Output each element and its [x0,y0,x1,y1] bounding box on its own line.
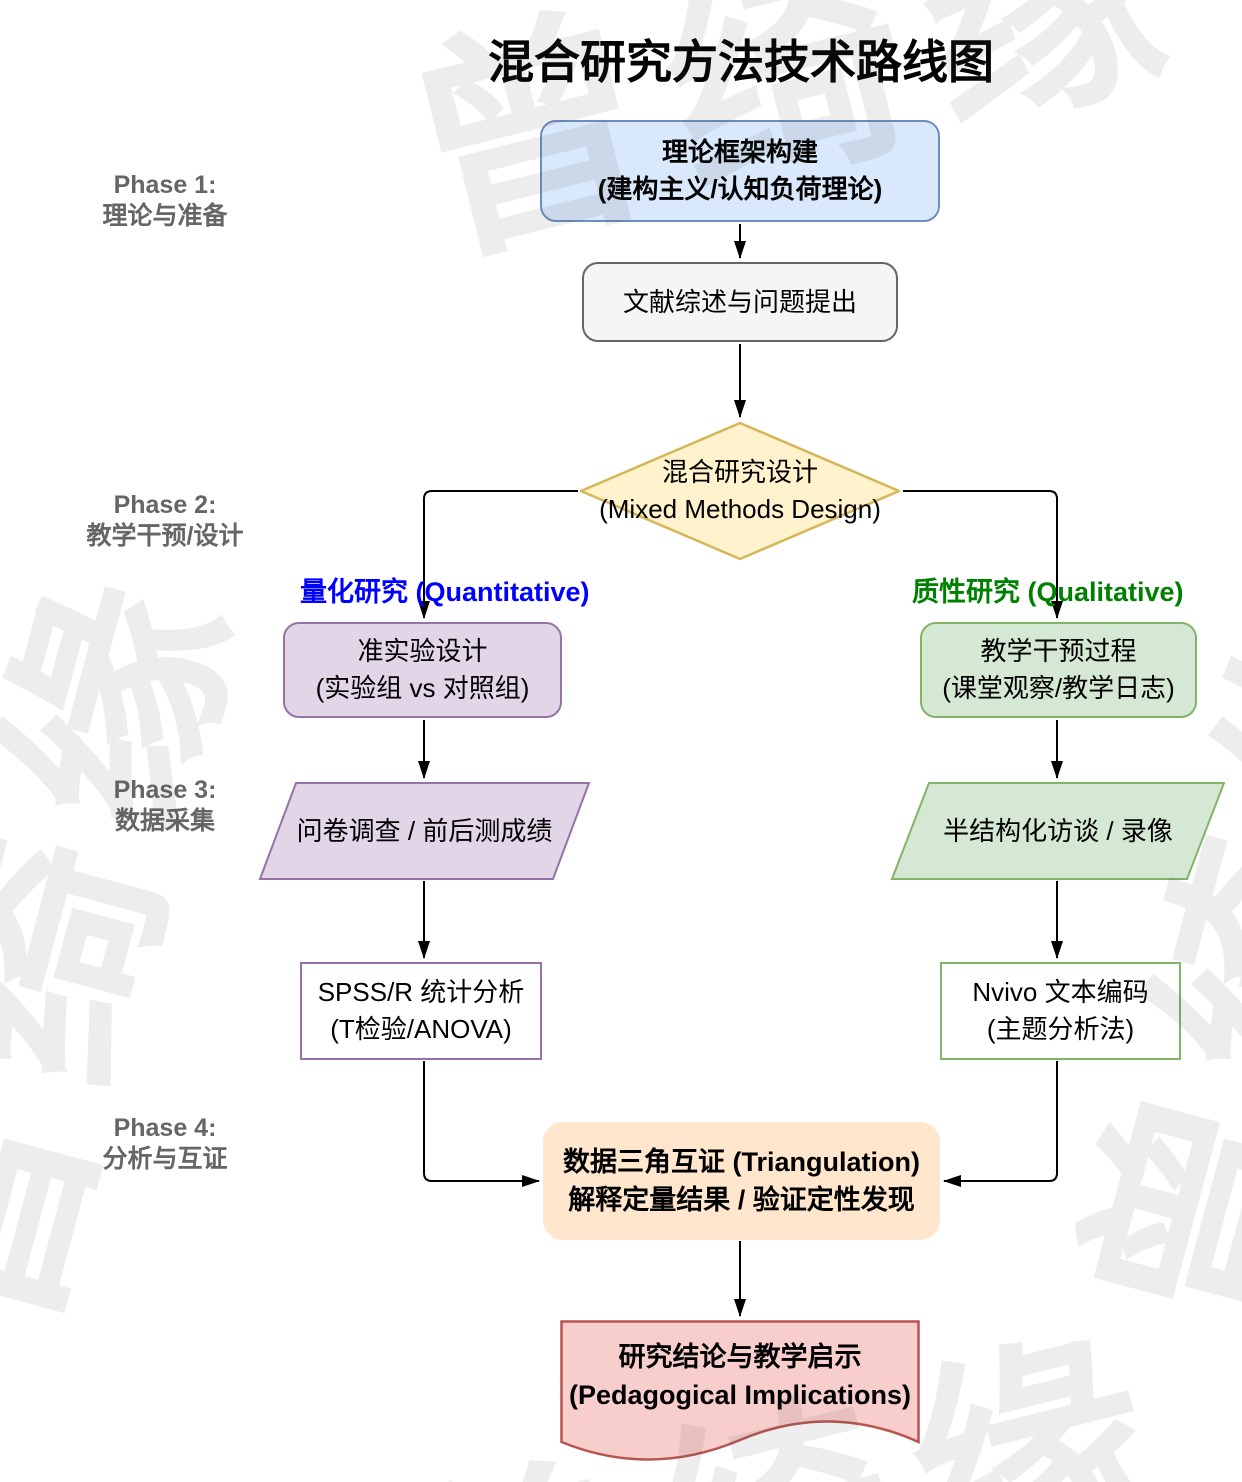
node-interview-data: 半结构化访谈 / 录像 [890,782,1226,880]
parallelogram-shape [258,782,591,880]
phase-number: Phase 4: [113,1114,217,1142]
label-quantitative-branch: 量化研究 (Quantitative) [300,577,590,607]
node-triangulation: 数据三角互证 (Triangulation) 解释定量结果 / 验证定性发现 [543,1122,940,1240]
node-text: (Pedagogical Implications) [568,1380,912,1410]
phase-label-4: Phase 4: 分析与互证 [55,1113,275,1174]
phase-label-3: Phase 3: 数据采集 [55,775,275,836]
phase-number: Phase 3: [113,776,217,804]
watermark-text: 曾绮缘 [0,530,284,1362]
phase-label-1: Phase 1: 理论与准备 [55,170,275,231]
diamond-shape [579,421,901,561]
node-text: 半结构化访谈 / 录像 [943,815,1173,846]
page-title: 混合研究方法技术路线图 [488,36,994,88]
phase-name: 数据采集 [114,806,215,835]
node-text: 解释定量结果 / 验证定性发现 [568,1185,915,1215]
phase-label-2: Phase 2: 教学干预/设计 [55,490,275,551]
phase-name: 分析与互证 [102,1144,228,1173]
node-text: Nvivo 文本编码 [972,977,1149,1008]
node-text: 研究结论与教学启示 [618,1341,862,1372]
node-text: (建构主义/认知负荷理论) [597,174,883,204]
connector [943,1061,1058,1187]
label-qualitative-branch: 质性研究 (Qualitative) [912,577,1184,607]
node-literature-review: 文献综述与问题提出 [582,262,898,342]
node-mixed-design-decision: 混合研究设计 (Mixed Methods Design) [578,421,902,561]
node-survey-data: 问卷调查 / 前后测成绩 [258,782,591,880]
node-text: 数据三角互证 (Triangulation) [563,1146,920,1177]
node-text: 准实验设计 [357,636,488,667]
node-text: (T检验/ANOVA) [330,1014,512,1044]
node-nvivo-coding: Nvivo 文本编码 (主题分析法) [940,962,1181,1060]
node-text: (课堂观察/教学日志) [942,673,1175,703]
node-text: (Mixed Methods Design) [599,494,881,524]
phase-name: 理论与准备 [102,201,228,230]
node-text: SPSS/R 统计分析 [317,977,525,1008]
node-text: 问卷调查 / 前后测成绩 [296,815,553,846]
connector [423,1061,540,1187]
node-teaching-intervention: 教学干预过程 (课堂观察/教学日志) [920,622,1197,718]
phase-number: Phase 2: [113,491,217,519]
phase-name: 教学干预/设计 [86,521,244,550]
node-text: 文献综述与问题提出 [622,286,857,317]
document-shape [560,1320,920,1461]
phase-number: Phase 1: [113,171,217,199]
node-text: 教学干预过程 [980,636,1137,667]
node-quasi-experiment: 准实验设计 (实验组 vs 对照组) [283,622,562,718]
node-text: (主题分析法) [986,1014,1135,1044]
node-text: (实验组 vs 对照组) [315,673,530,703]
node-text: 理论框架构建 [661,137,818,168]
parallelogram-shape [890,782,1226,880]
node-spss-analysis: SPSS/R 统计分析 (T检验/ANOVA) [300,962,542,1060]
node-conclusion-document: 研究结论与教学启示 (Pedagogical Implications) [560,1320,920,1482]
node-text: 混合研究设计 [661,457,818,488]
node-theory-framework: 理论框架构建 (建构主义/认知负荷理论) [540,120,940,222]
